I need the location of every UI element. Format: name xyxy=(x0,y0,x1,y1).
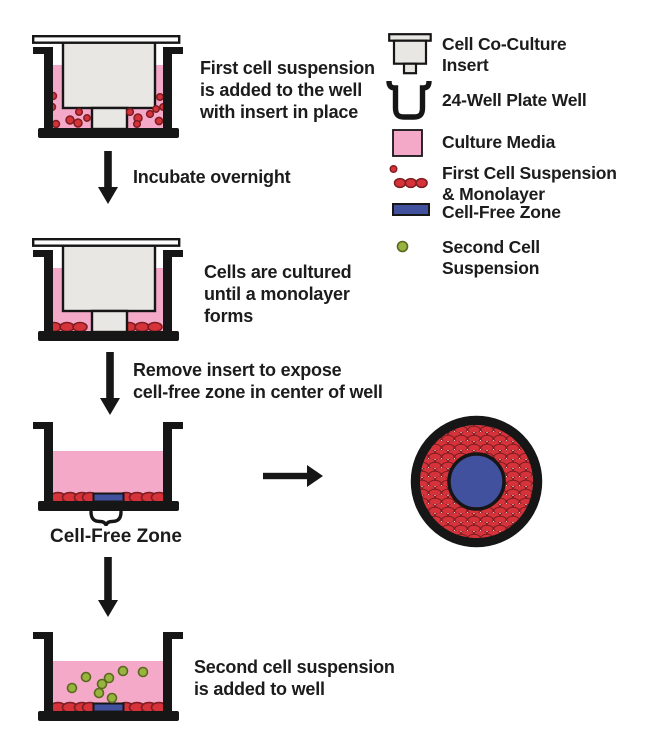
well-with-insert-step1-diagram xyxy=(32,35,183,138)
well-walls xyxy=(33,250,183,341)
insert-flange xyxy=(32,238,181,247)
down-arrow-icon xyxy=(100,352,120,415)
second-cell-suspension-dots xyxy=(66,665,149,704)
insert-flange xyxy=(32,35,181,44)
open-well-cell-free-zone-diagram xyxy=(33,422,183,511)
down-arrow-icon xyxy=(98,151,118,204)
well-top-view-diagram xyxy=(410,415,543,548)
cell-co-culture-insert-icon xyxy=(388,33,432,75)
legend-label: Cell Co-Culture Insert xyxy=(442,34,567,75)
legend-label: Cell-Free Zone xyxy=(442,202,561,222)
well-with-insert-step2-diagram xyxy=(32,238,183,341)
legend-label: 24-Well Plate Well xyxy=(442,90,587,110)
under-brace-icon xyxy=(89,511,123,526)
down-arrow-icon xyxy=(98,557,118,617)
first-cell-suspension-icon xyxy=(389,165,428,189)
cell-free-zone-swatch xyxy=(392,203,430,216)
second-cell-suspension-icon xyxy=(396,240,409,253)
culture-media-swatch xyxy=(392,129,423,157)
cell-free-zone-label: Cell-Free Zone xyxy=(50,526,182,547)
legend-label: Culture Media xyxy=(442,132,556,152)
well-walls xyxy=(33,422,183,511)
step4-caption: Second cell suspension is added to well xyxy=(194,657,395,699)
incubate-caption: Incubate overnight xyxy=(133,167,291,187)
cell-free-zone-rect xyxy=(92,492,125,503)
remove-insert-caption: Remove insert to expose cell-free zone i… xyxy=(133,360,383,402)
insert-body xyxy=(61,244,157,313)
open-well-second-suspension-diagram xyxy=(33,632,183,721)
cell-free-zone-circle xyxy=(447,452,506,511)
right-arrow-icon xyxy=(263,465,323,487)
step2-caption: Cells are cultured until a monolayer for… xyxy=(204,262,352,326)
cell-free-zone-rect xyxy=(92,702,125,713)
insert-body xyxy=(61,41,157,110)
well-walls xyxy=(33,47,183,138)
monolayer-cells xyxy=(49,491,168,504)
24-well-plate-well-icon xyxy=(386,80,432,120)
legend-label: Second Cell Suspension xyxy=(442,237,540,278)
legend-label: First Cell Suspension & Monolayer xyxy=(442,163,617,204)
insert-tab xyxy=(90,106,129,131)
step1-caption: First cell suspension is added to the we… xyxy=(200,58,375,122)
insert-tab xyxy=(90,309,129,334)
well-walls xyxy=(33,632,183,721)
first-cell-suspension-dots xyxy=(47,91,167,129)
